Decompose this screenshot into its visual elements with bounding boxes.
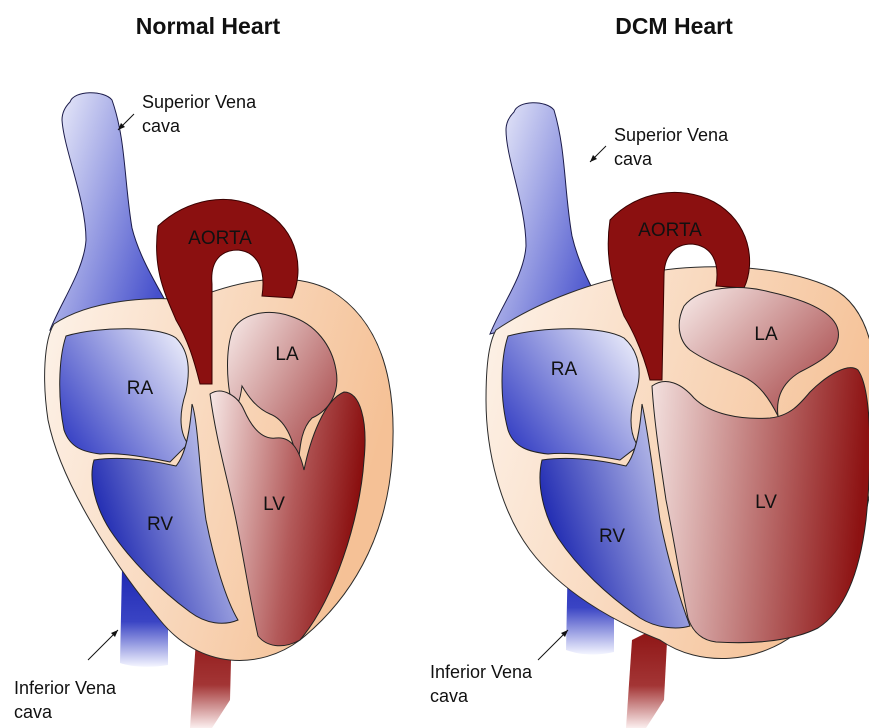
aorta-label: AORTA xyxy=(188,228,252,249)
rv-label: RV xyxy=(147,514,173,535)
ivc-label-line2: cava xyxy=(430,686,469,706)
la-label: LA xyxy=(754,324,778,345)
lv-label: LV xyxy=(755,492,777,513)
rv-label: RV xyxy=(599,526,625,547)
svc-label-line2: cava xyxy=(142,116,181,136)
right-atrium xyxy=(60,329,189,462)
aorta-label: AORTA xyxy=(638,220,702,241)
ivc-label-line1: Inferior Vena xyxy=(430,662,533,682)
panel-title: DCM Heart xyxy=(615,13,733,39)
lv-label: LV xyxy=(263,494,285,515)
dcm-heart-panel: DCM Heart AORTA RA RV LA LV Superior Ven… xyxy=(430,13,869,728)
svc-label-line2: cava xyxy=(614,149,653,169)
svc-label-line1: Superior Vena xyxy=(614,125,729,145)
right-atrium xyxy=(502,329,639,460)
panel-title: Normal Heart xyxy=(136,13,281,39)
ra-label: RA xyxy=(127,378,154,399)
svc-label-line1: Superior Vena xyxy=(142,92,257,112)
ra-label: RA xyxy=(551,359,578,380)
ivc-label-line1: Inferior Vena xyxy=(14,678,117,698)
la-label: LA xyxy=(275,344,299,365)
ivc-label-line2: cava xyxy=(14,702,53,722)
normal-heart-panel: Normal Heart AORTA RA RV LA LV Superior … xyxy=(14,13,393,728)
